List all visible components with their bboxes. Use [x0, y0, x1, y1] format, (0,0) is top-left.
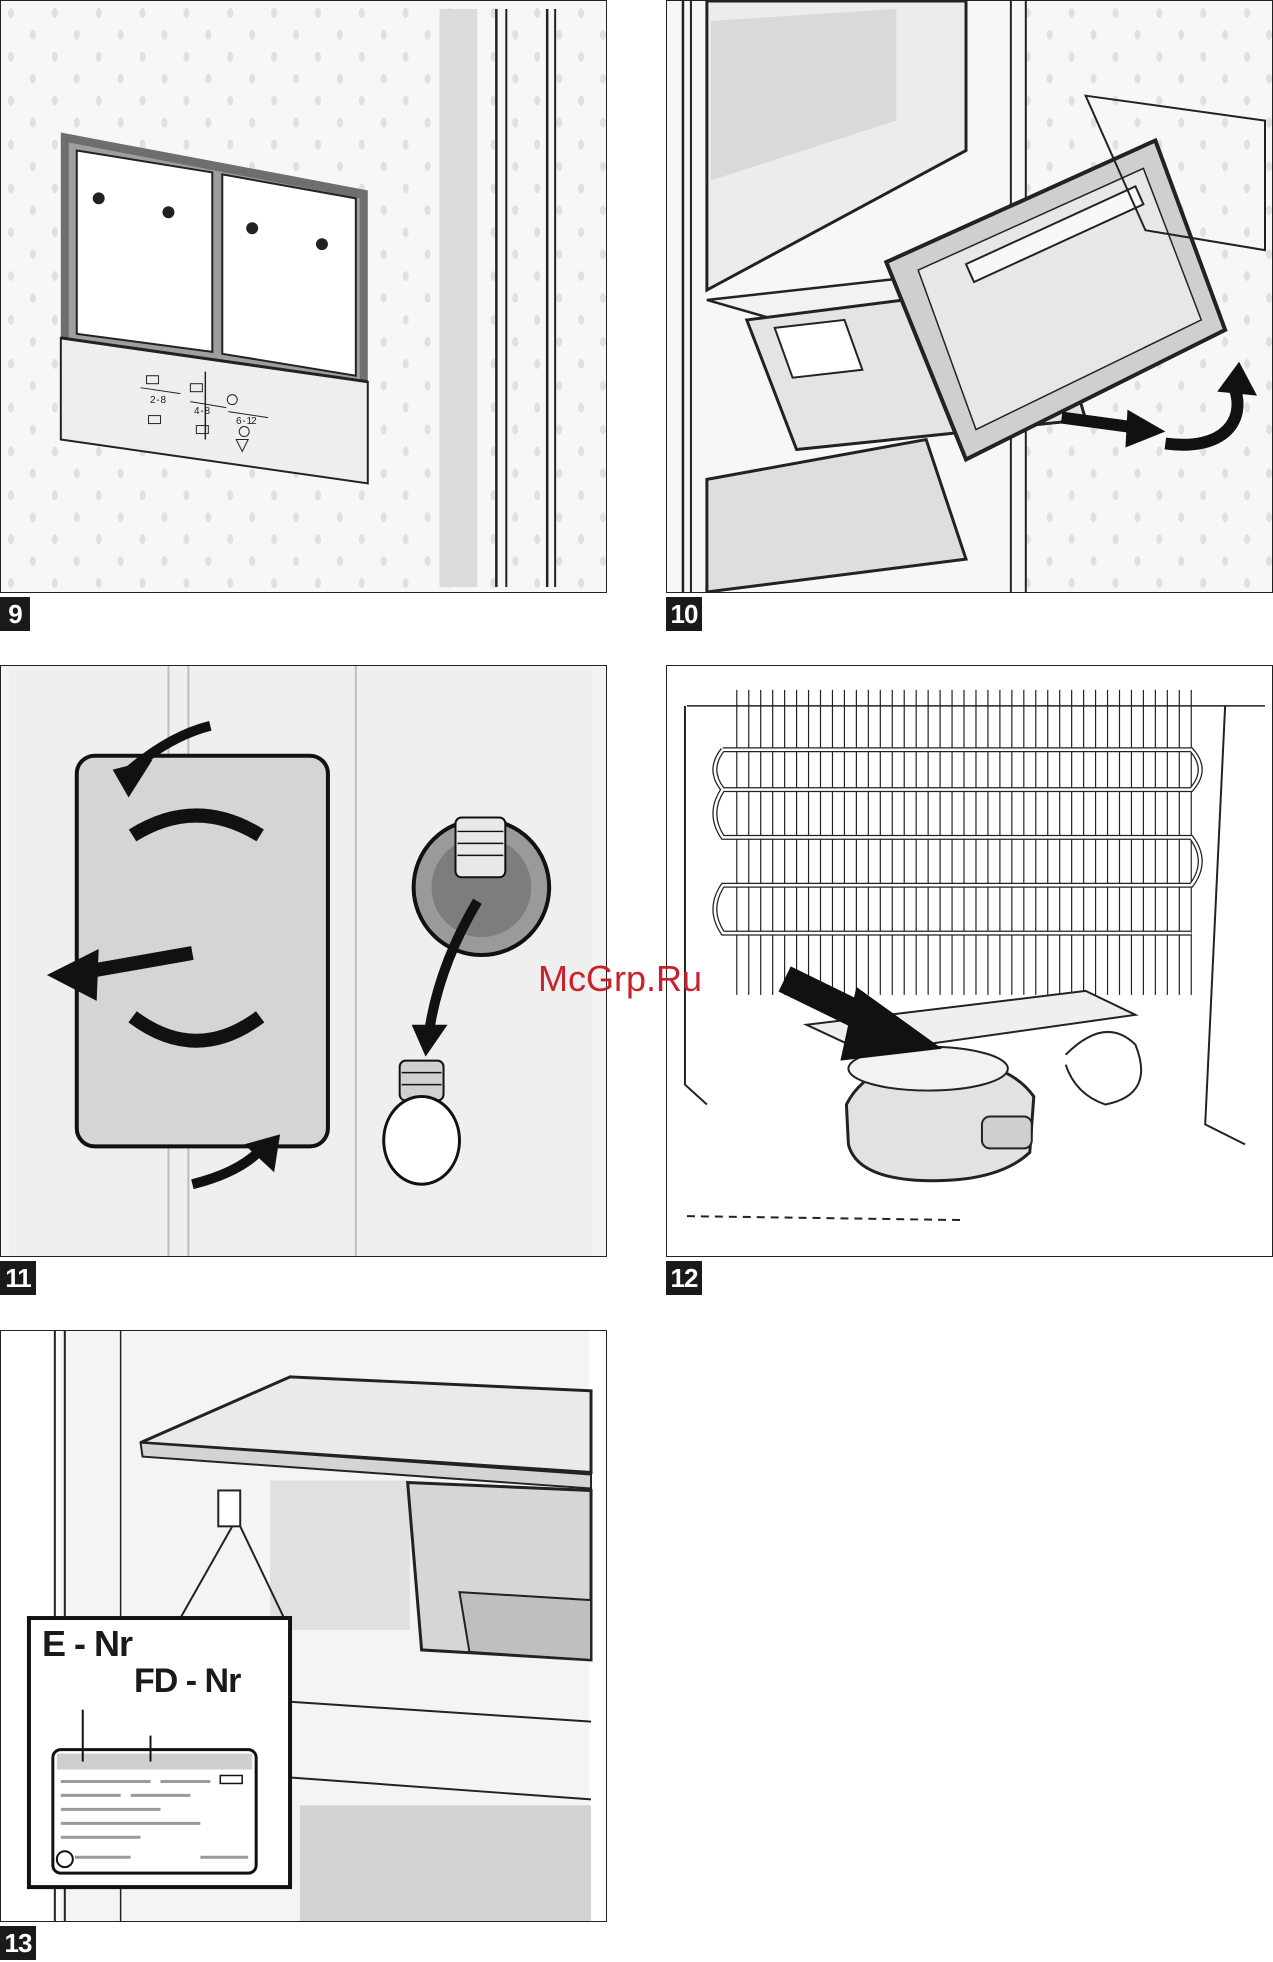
fd-nr-label: FD - Nr: [134, 1662, 240, 1701]
figure-11-panel: [0, 665, 607, 1257]
figure-9-number: 9: [0, 597, 30, 631]
figure-9-panel: [0, 0, 607, 593]
lamp-change-illustration: [1, 666, 606, 1256]
watermark-text: McGrp.Ru: [538, 958, 702, 1000]
figure-12-panel: [666, 665, 1273, 1257]
dial-marking-range-b: 4 - 8: [194, 406, 209, 417]
figure-11-number: 11: [0, 1261, 36, 1295]
figure-12-number: 12: [666, 1261, 702, 1295]
condenser-illustration: [667, 666, 1272, 1256]
e-nr-label: E - Nr: [42, 1623, 132, 1665]
dial-marking-range-c: 6 - 12: [236, 416, 256, 427]
dial-marking-range-a: 2 - 8: [150, 395, 165, 406]
figure-10-number: 10: [666, 597, 702, 631]
figure-13-number: 13: [0, 1926, 36, 1960]
figure-10-panel: [666, 0, 1273, 593]
thermostat-panel-illustration: [1, 1, 606, 592]
freezer-drawer-illustration: [667, 1, 1272, 592]
